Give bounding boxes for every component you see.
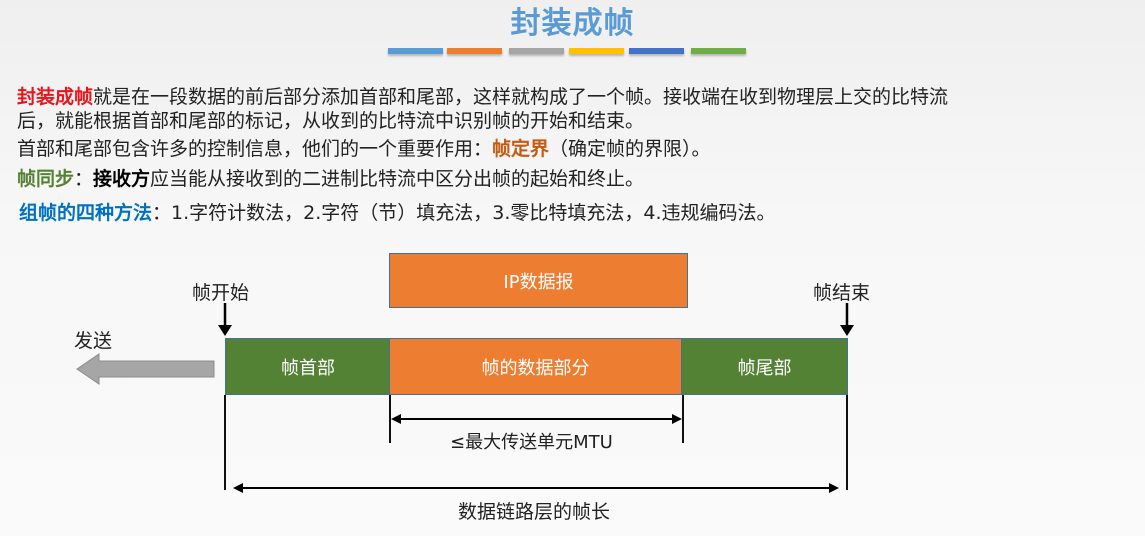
frame-left-extension-line xyxy=(224,395,226,490)
paragraph-framing-methods: 组帧的四种方法：1.字符计数法，2.字符（节）填充法，3.零比特填充法，4.违规… xyxy=(19,201,776,225)
frame-length-dimension-arrow-icon xyxy=(233,483,839,493)
paragraph-encapsulation-line2: 后，就能根据首部和尾部的标记，从收到的比特流中识别帧的开始和结束。 xyxy=(17,110,645,132)
decor-bar-orange xyxy=(447,48,502,54)
mtu-label: ≤最大传送单元MTU xyxy=(450,432,613,453)
data-left-extension-line xyxy=(389,395,391,443)
frame-end-label: 帧结束 xyxy=(813,282,871,304)
term-framing-methods: 组帧的四种方法 xyxy=(19,202,153,224)
paragraph-text: 首部和尾部包含许多的控制信息，他们的一个重要作用： xyxy=(17,138,493,160)
term-receiver: 接收方 xyxy=(93,168,151,190)
term-frame-sync: 帧同步 xyxy=(17,168,75,190)
paragraph-delimiting: 首部和尾部包含许多的控制信息，他们的一个重要作用：帧定界（确定帧的界限）。 xyxy=(17,137,711,161)
frame-header-box: 帧首部 xyxy=(225,338,391,395)
frame-end-arrow-icon xyxy=(840,303,854,336)
decor-bar-green xyxy=(691,48,746,54)
paragraph-text: 就是在一段数据的前后部分添加首部和尾部，这样就构成了一个帧。接收端在收到物理层上… xyxy=(93,86,949,108)
decor-bar-yellow xyxy=(569,48,624,54)
term-frame-delimiting: 帧定界 xyxy=(492,138,550,160)
frame-trailer-box: 帧尾部 xyxy=(681,338,848,395)
decor-bar-darkblue xyxy=(629,48,684,54)
term-encapsulation: 封装成帧 xyxy=(17,86,94,108)
colon: ： xyxy=(74,168,94,190)
paragraph-text: ：1.字符计数法，2.字符（节）填充法，3.零比特填充法，4.违规编码法。 xyxy=(152,202,776,224)
frame-start-arrow-icon xyxy=(218,303,232,336)
slide-title: 封装成帧 xyxy=(510,6,635,41)
decor-bar-blue xyxy=(388,48,443,54)
paragraph-encapsulation: 封装成帧就是在一段数据的前后部分添加首部和尾部，这样就构成了一个帧。接收端在收到… xyxy=(17,85,948,109)
frame-data-box: 帧的数据部分 xyxy=(389,338,682,395)
send-arrow-icon xyxy=(76,353,215,385)
paragraph-text: 应当能从接收到的二进制比特流中区分出帧的起始和终止。 xyxy=(150,168,645,190)
paragraph-text: （确定帧的界限）。 xyxy=(549,138,711,160)
frame-start-label: 帧开始 xyxy=(192,282,250,304)
send-label: 发送 xyxy=(74,330,113,352)
decor-bar-gray xyxy=(509,48,564,54)
data-right-extension-line xyxy=(682,395,684,443)
frame-length-label: 数据链路层的帧长 xyxy=(458,501,611,523)
mtu-dimension-arrow-icon xyxy=(391,414,682,424)
frame-right-extension-line xyxy=(846,395,848,490)
paragraph-frame-sync: 帧同步：接收方应当能从接收到的二进制比特流中区分出帧的起始和终止。 xyxy=(17,167,644,191)
ip-datagram-box: IP数据报 xyxy=(389,253,688,308)
